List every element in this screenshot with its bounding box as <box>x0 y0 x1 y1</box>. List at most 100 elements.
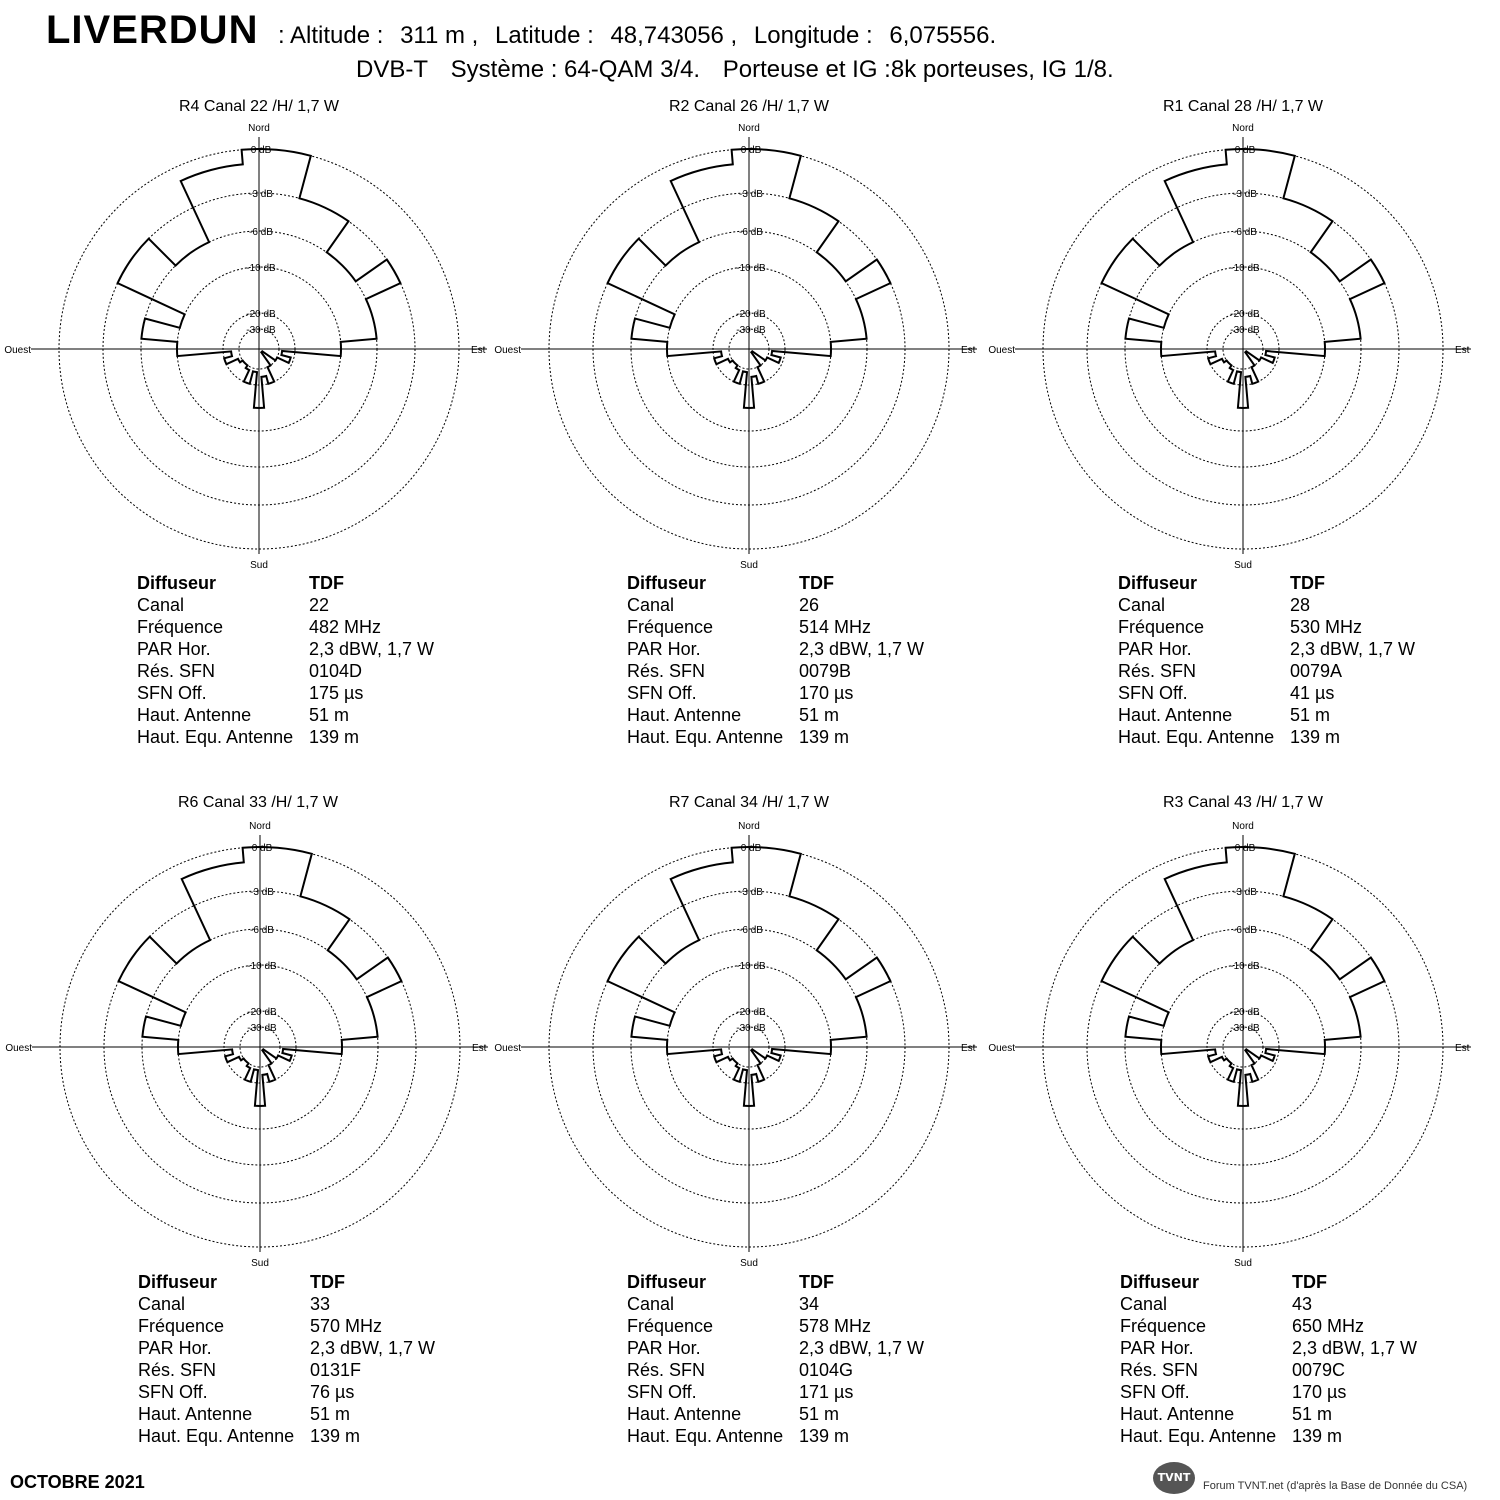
info-label: Fréquence <box>627 617 714 637</box>
info-label: Diffuseur <box>627 573 707 593</box>
compass-south-label: Sud <box>251 1258 269 1269</box>
ring-label: -30 dB <box>246 325 276 336</box>
info-label: Rés. SFN <box>627 1360 706 1380</box>
antenna-pattern-3 <box>117 846 403 1108</box>
panel-title-r1: R1 Canal 28 /H/ 1,7 W <box>1162 98 1324 115</box>
compass-south-label: Sud <box>250 560 268 571</box>
compass-south-label: Sud <box>740 1258 758 1269</box>
dvbt-label: DVB-T <box>356 56 428 83</box>
info-value: TDF <box>799 1272 834 1292</box>
longitude-value: 6,075556. <box>889 22 997 49</box>
info-value: 514 MHz <box>799 617 872 637</box>
info-value: 51 m <box>1290 705 1331 725</box>
info-value: 139 m <box>799 1426 850 1446</box>
info-value: 0079C <box>1292 1360 1346 1380</box>
ring-label: 0 dB <box>741 843 762 854</box>
ring-label: 0 dB <box>741 145 762 156</box>
ring-label: -30 dB <box>247 1023 277 1034</box>
info-label: Fréquence <box>137 617 224 637</box>
info-value: TDF <box>799 573 834 593</box>
ring-label: -6 dB <box>250 925 274 936</box>
compass-east-label: Est <box>961 1043 976 1054</box>
info-value: 2,3 dBW, 1,7 W <box>1292 1338 1418 1358</box>
info-value: 43 <box>1292 1294 1313 1314</box>
info-label: Canal <box>138 1294 186 1314</box>
info-value: 0079B <box>799 661 852 681</box>
info-label: Canal <box>627 595 675 615</box>
compass-east-label: Est <box>1455 345 1470 356</box>
info-value: 0131F <box>310 1360 362 1380</box>
info-label: Diffuseur <box>627 1272 707 1292</box>
info-label: Haut. Antenne <box>627 1404 742 1424</box>
info-label: Diffuseur <box>138 1272 218 1292</box>
ring-label: -3 dB <box>739 887 763 898</box>
latitude-value: 48,743056 , <box>610 22 738 49</box>
compass-east-label: Est <box>472 1043 487 1054</box>
info-label: Haut. Antenne <box>627 705 742 725</box>
compass-west-label: Ouest <box>988 1043 1015 1054</box>
info-value: 570 MHz <box>310 1316 383 1336</box>
info-label: Rés. SFN <box>627 661 706 681</box>
ring-label: 0 dB <box>252 843 273 854</box>
antenna-pattern-1 <box>606 148 892 410</box>
info-value: 139 m <box>309 727 360 747</box>
info-label: Diffuseur <box>1118 573 1198 593</box>
panel-title-r7: R7 Canal 34 /H/ 1,7 W <box>668 794 830 811</box>
info-value: TDF <box>309 573 344 593</box>
info-value: 76 µs <box>310 1382 355 1402</box>
ring-label: -6 dB <box>739 227 763 238</box>
ring-label: -3 dB <box>1233 189 1257 200</box>
info-value: TDF <box>310 1272 345 1292</box>
longitude-label: Longitude : <box>753 22 873 49</box>
compass-north-label: Nord <box>738 821 760 832</box>
info-label: Haut. Equ. Antenne <box>1118 727 1275 747</box>
ring-label: -30 dB <box>1230 1023 1260 1034</box>
info-value: 51 m <box>799 1404 840 1424</box>
compass-north-label: Nord <box>1232 821 1254 832</box>
info-label: Diffuseur <box>137 573 217 593</box>
info-value: 171 µs <box>799 1382 854 1402</box>
altitude-label: : Altitude : <box>278 22 384 49</box>
info-value: 2,3 dBW, 1,7 W <box>799 1338 925 1358</box>
system-label: Système : 64-QAM 3/4. <box>450 56 701 83</box>
ring-label: -6 dB <box>249 227 273 238</box>
info-value: 482 MHz <box>309 617 382 637</box>
compass-south-label: Sud <box>1234 1258 1252 1269</box>
ring-label: -10 dB <box>247 961 277 972</box>
info-label: PAR Hor. <box>1118 639 1192 659</box>
ring-label: -10 dB <box>1230 961 1260 972</box>
info-value: 0104G <box>799 1360 854 1380</box>
info-value: 139 m <box>310 1426 361 1446</box>
info-label: PAR Hor. <box>137 639 211 659</box>
info-value: 170 µs <box>1292 1382 1347 1402</box>
info-label: SFN Off. <box>627 683 697 703</box>
info-label: PAR Hor. <box>627 639 701 659</box>
info-value: 139 m <box>1290 727 1341 747</box>
compass-east-label: Est <box>471 345 486 356</box>
info-label: Haut. Equ. Antenne <box>627 1426 784 1446</box>
info-label: Haut. Equ. Antenne <box>1120 1426 1277 1446</box>
ring-label: -20 dB <box>1230 309 1260 320</box>
tvnt-logo-icon: TVNT <box>1153 1462 1195 1494</box>
info-value: 0079A <box>1290 661 1343 681</box>
info-label: Haut. Equ. Antenne <box>138 1426 295 1446</box>
info-label: Haut. Antenne <box>1120 1404 1235 1424</box>
ring-label: 0 dB <box>1235 145 1256 156</box>
panel-title-r2: R2 Canal 26 /H/ 1,7 W <box>668 98 830 115</box>
info-label: Rés. SFN <box>138 1360 217 1380</box>
info-label: SFN Off. <box>137 683 207 703</box>
info-label: Canal <box>1118 595 1166 615</box>
info-value: 34 <box>799 1294 820 1314</box>
compass-west-label: Ouest <box>5 1043 32 1054</box>
info-value: 2,3 dBW, 1,7 W <box>309 639 435 659</box>
info-label: Fréquence <box>138 1316 225 1336</box>
info-label: Fréquence <box>627 1316 714 1336</box>
info-value: 41 µs <box>1290 683 1335 703</box>
panel-title-r3: R3 Canal 43 /H/ 1,7 W <box>1162 794 1324 811</box>
ring-label: -30 dB <box>1230 325 1260 336</box>
ring-label: -30 dB <box>736 325 766 336</box>
info-label: Fréquence <box>1120 1316 1207 1336</box>
info-value: 51 m <box>799 705 840 725</box>
footer-date: OCTOBRE 2021 <box>10 1472 145 1492</box>
compass-south-label: Sud <box>740 560 758 571</box>
